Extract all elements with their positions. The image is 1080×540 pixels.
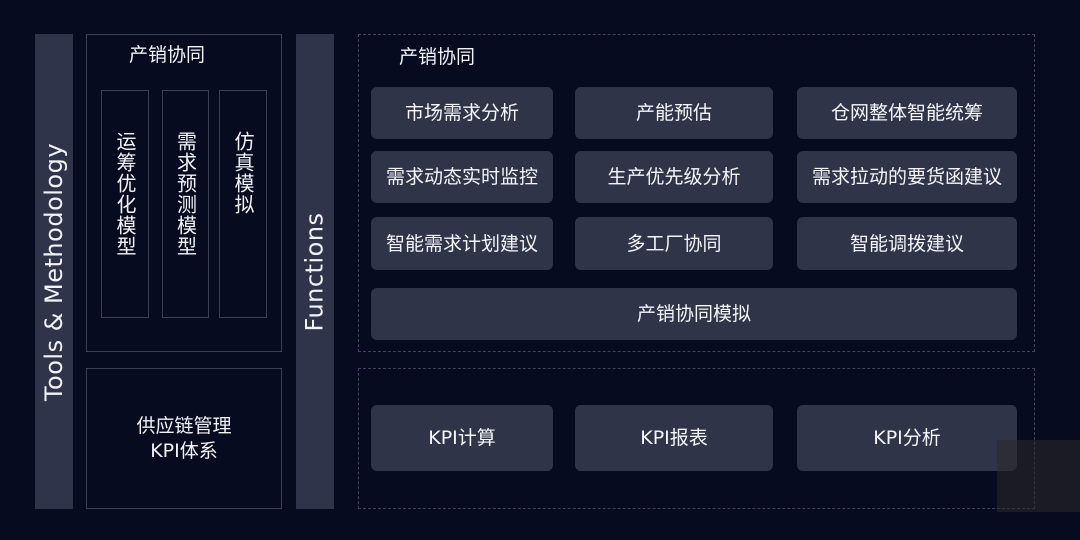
fn-smart-transfer-suggestion[interactable]: 智能调拨建议	[797, 217, 1017, 270]
kpi-system-line-1: 供应链管理	[136, 414, 232, 437]
functions-bar: Functions	[296, 34, 334, 509]
kpi-system-line-2: KPI体系	[150, 439, 218, 462]
functions-kpi-region	[358, 368, 1035, 509]
model-simulation-label: 仿真模拟	[231, 131, 255, 215]
fn-collab-simulation[interactable]: 产销协同模拟	[371, 288, 1017, 340]
model-forecast: 需求预测模型	[162, 90, 209, 318]
model-optimization-label: 运筹优化模型	[113, 131, 137, 257]
fn-kpi-calculation[interactable]: KPI计算	[371, 405, 553, 471]
kpi-system-text: 供应链管理 KPI体系	[136, 414, 231, 464]
fn-kpi-report[interactable]: KPI报表	[575, 405, 773, 471]
tools-collab-frame: 产销协同 运筹优化模型 需求预测模型 仿真模拟	[86, 34, 282, 352]
model-simulation: 仿真模拟	[219, 90, 267, 318]
fn-demand-realtime-monitoring[interactable]: 需求动态实时监控	[371, 151, 553, 203]
model-forecast-label: 需求预测模型	[173, 131, 198, 257]
kpi-system-frame: 供应链管理 KPI体系	[86, 368, 282, 509]
fn-market-demand-analysis[interactable]: 市场需求分析	[371, 87, 553, 139]
fn-production-priority-analysis[interactable]: 生产优先级分析	[575, 151, 773, 203]
tools-group-title: 产销协同	[129, 44, 206, 66]
tools-methodology-label: Tools & Methodology	[40, 142, 69, 401]
model-optimization: 运筹优化模型	[101, 90, 149, 318]
fn-multi-factory-collab[interactable]: 多工厂协同	[575, 217, 773, 270]
fn-smart-demand-plan[interactable]: 智能需求计划建议	[371, 217, 553, 270]
fn-kpi-analysis[interactable]: KPI分析	[797, 405, 1017, 471]
fn-demand-pull-order-suggestion[interactable]: 需求拉动的要货函建议	[797, 151, 1017, 203]
fn-warehouse-network-planning[interactable]: 仓网整体智能统筹	[797, 87, 1017, 139]
watermark	[997, 440, 1080, 512]
functions-group-title: 产销协同	[399, 46, 476, 68]
functions-label: Functions	[301, 211, 329, 332]
functions-collab-region: 产销协同	[358, 34, 1035, 352]
fn-capacity-estimation[interactable]: 产能预估	[575, 87, 773, 139]
tools-methodology-bar: Tools & Methodology	[35, 34, 73, 509]
